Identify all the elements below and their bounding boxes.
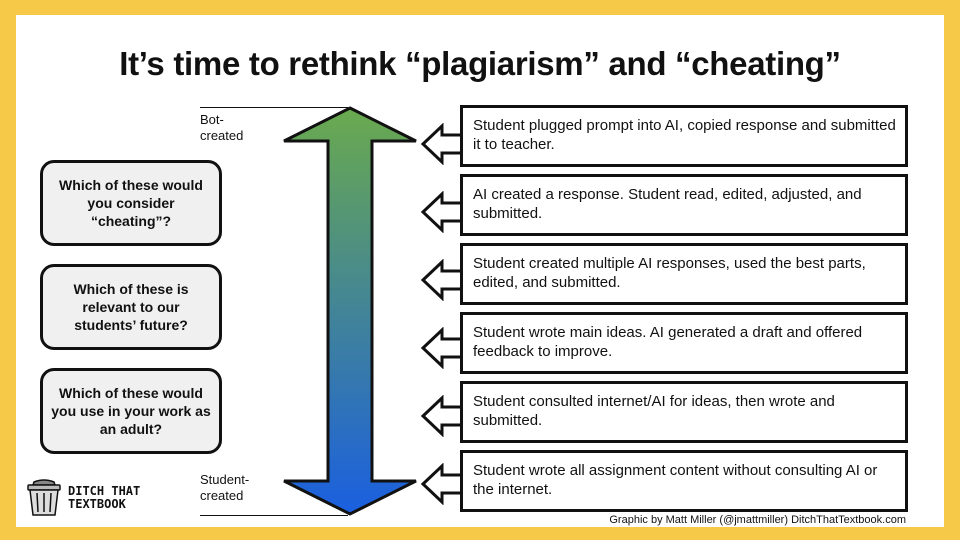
question-adult-use: Which of these would you use in your wor… [40, 368, 222, 454]
top-rule [200, 107, 348, 108]
logo-line-2: TEXTBOOK [68, 497, 126, 511]
row-arrow-6 [420, 463, 464, 505]
statement-6: Student wrote all assignment content wit… [460, 450, 908, 512]
bot-created-label: Bot- created [200, 112, 244, 143]
statement-3: Student created multiple AI responses, u… [460, 243, 908, 305]
ditch-that-textbook-logo: DITCH THAT TEXTBOOK [24, 479, 140, 517]
slide: It’s time to rethink “plagiarism” and “c… [16, 15, 944, 527]
row-arrow-1 [420, 123, 464, 165]
statement-1: Student plugged prompt into AI, copied r… [460, 105, 908, 167]
credit-text: Graphic by Matt Miller (@jmattmiller) Di… [609, 514, 906, 526]
row-arrow-3 [420, 259, 464, 301]
row-arrow-4 [420, 327, 464, 369]
double-arrow [283, 106, 417, 516]
logo-line-1: DITCH THAT [68, 484, 141, 498]
statement-4: Student wrote main ideas. AI generated a… [460, 312, 908, 374]
question-relevant: Which of these is relevant to our studen… [40, 264, 222, 350]
row-arrow-2 [420, 191, 464, 233]
trash-can-icon [27, 479, 61, 516]
bottom-rule [200, 515, 348, 516]
page-title: It’s time to rethink “plagiarism” and “c… [119, 45, 841, 82]
student-created-label: Student- created [200, 472, 250, 503]
question-cheating: Which of these would you consider “cheat… [40, 160, 222, 246]
row-arrow-5 [420, 395, 464, 437]
statement-2: AI created a response. Student read, edi… [460, 174, 908, 236]
statement-5: Student consulted internet/AI for ideas,… [460, 381, 908, 443]
